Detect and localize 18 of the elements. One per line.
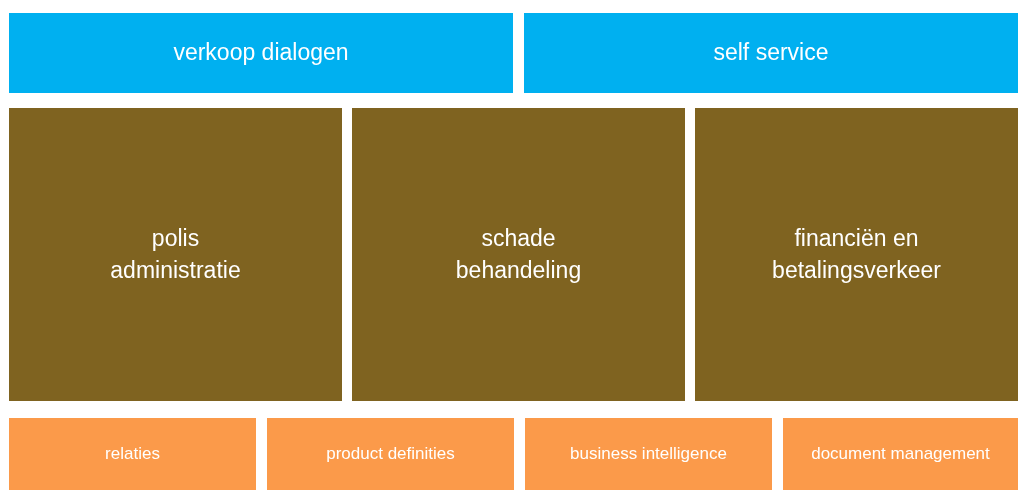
box-label: business intelligence bbox=[570, 442, 727, 465]
service-box bbox=[783, 418, 1018, 490]
tier-box bbox=[524, 13, 1018, 93]
tier-box bbox=[9, 13, 513, 93]
box-label: product definities bbox=[326, 442, 455, 465]
box-label: self service bbox=[713, 38, 829, 68]
box-label: verkoop dialogen bbox=[173, 38, 349, 68]
box-label: document management bbox=[811, 442, 990, 465]
service-box bbox=[525, 418, 772, 490]
module-box bbox=[9, 108, 342, 401]
module-box bbox=[352, 108, 685, 401]
box-label: polis administratie bbox=[109, 224, 242, 285]
service-box bbox=[267, 418, 514, 490]
box-label: relaties bbox=[105, 442, 160, 465]
box-label: schade behandeling bbox=[454, 224, 583, 285]
box-label: financiën en betalingsverkeer bbox=[771, 224, 942, 285]
service-box bbox=[9, 418, 256, 490]
module-box bbox=[695, 108, 1018, 401]
